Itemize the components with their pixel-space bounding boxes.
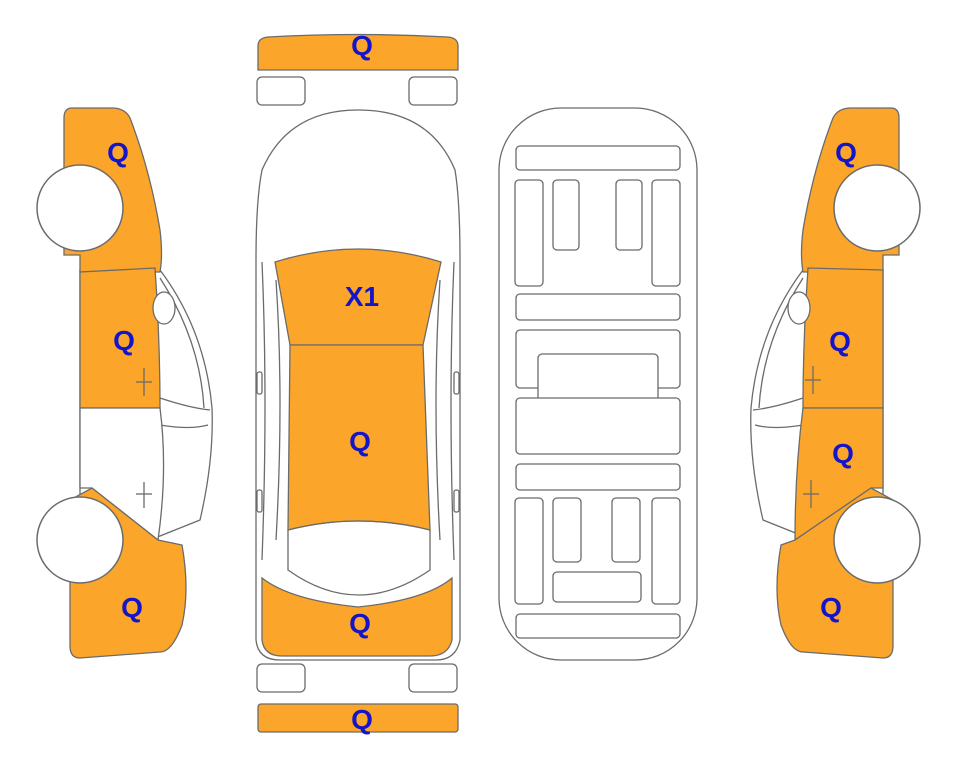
underbody-part bbox=[552, 497, 582, 563]
left-window-line bbox=[159, 277, 205, 409]
underbody-part bbox=[552, 179, 580, 251]
mark-roof: Q bbox=[349, 426, 371, 457]
left-rear-wheel bbox=[36, 496, 124, 584]
mark-trunk: Q bbox=[349, 608, 371, 639]
headlight-right bbox=[408, 76, 458, 106]
handle-left bbox=[256, 489, 263, 513]
underbody-part bbox=[514, 497, 544, 605]
underbody-part bbox=[611, 497, 641, 563]
mark-hood: X1 bbox=[345, 281, 379, 312]
left-window-line-3 bbox=[159, 424, 209, 429]
underbody-view bbox=[498, 107, 698, 661]
underbody-part bbox=[515, 613, 681, 639]
taillight-right bbox=[408, 663, 458, 693]
underbody-part bbox=[515, 397, 681, 455]
hood-panel[interactable] bbox=[274, 248, 442, 346]
underbody-part bbox=[651, 497, 681, 605]
top-side-line-left-2 bbox=[275, 279, 281, 541]
top-side-line-right bbox=[450, 261, 455, 561]
right-window-line-3 bbox=[754, 424, 804, 429]
underbody-part bbox=[515, 293, 681, 321]
underbody-part bbox=[515, 145, 681, 171]
right-side-view bbox=[750, 107, 921, 659]
mark-left-front-fender: Q bbox=[107, 137, 129, 168]
left-side-view bbox=[36, 107, 213, 659]
headlight-left bbox=[256, 76, 306, 106]
mark-right-rear-door: Q bbox=[832, 438, 854, 469]
trunk-panel[interactable] bbox=[261, 576, 453, 657]
mirror-right bbox=[453, 371, 460, 395]
mark-right-rear-quarter: Q bbox=[820, 592, 842, 623]
mark-front-bumper: Q bbox=[351, 30, 373, 61]
left-window-line-2 bbox=[159, 397, 211, 411]
underbody-part bbox=[615, 179, 643, 251]
right-window-line bbox=[758, 277, 804, 409]
underbody-part bbox=[651, 179, 681, 287]
underbody-part bbox=[514, 179, 544, 287]
damage-marks: Q X1 Q Q Q Q Q Q Q Q Q Q bbox=[107, 30, 857, 735]
right-mirror bbox=[787, 291, 811, 325]
rear-bumper-panel[interactable] bbox=[257, 703, 459, 733]
top-view bbox=[255, 33, 461, 733]
mark-left-front-door: Q bbox=[113, 325, 135, 356]
underbody-part bbox=[552, 571, 642, 603]
top-side-line-right-2 bbox=[435, 279, 441, 541]
mark-left-rear-quarter: Q bbox=[121, 592, 143, 623]
underbody-part bbox=[515, 463, 681, 491]
right-rear-wheel bbox=[833, 496, 921, 584]
mirror-left bbox=[256, 371, 263, 395]
handle-right bbox=[453, 489, 460, 513]
mark-rear-bumper: Q bbox=[351, 704, 373, 735]
front-bumper-panel[interactable] bbox=[257, 33, 459, 71]
taillight-left bbox=[256, 663, 306, 693]
left-front-wheel bbox=[36, 164, 124, 252]
mark-right-front-door: Q bbox=[829, 326, 851, 357]
rear-window bbox=[287, 520, 431, 596]
right-window-line-2 bbox=[752, 397, 804, 411]
mark-right-front-fender: Q bbox=[835, 137, 857, 168]
left-mirror bbox=[152, 291, 176, 325]
right-front-wheel bbox=[833, 164, 921, 252]
top-side-line-left bbox=[261, 261, 266, 561]
